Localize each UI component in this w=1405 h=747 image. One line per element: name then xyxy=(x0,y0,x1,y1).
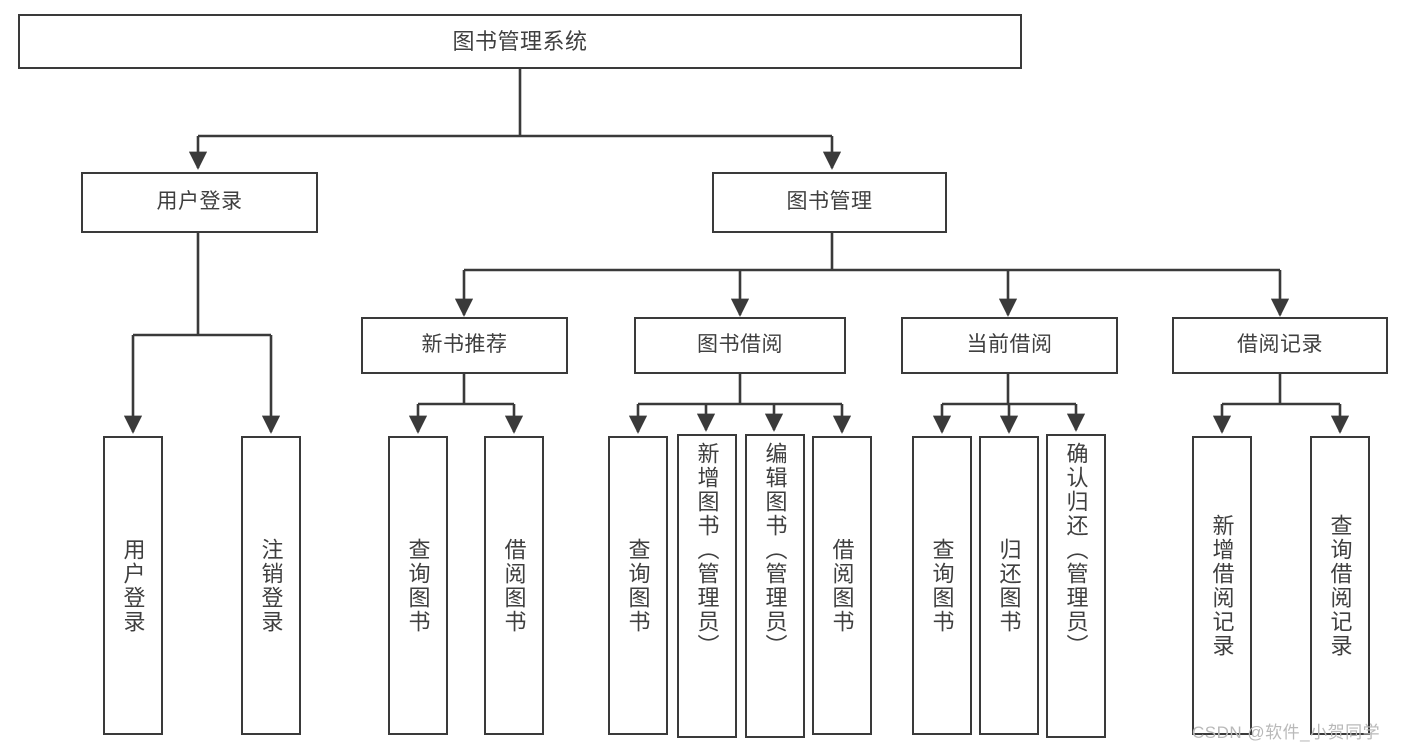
node-leaf-query-record[interactable]: 查询借阅记录 xyxy=(1310,436,1370,735)
node-book-borrow[interactable]: 图书借阅 xyxy=(634,317,846,374)
node-leaf-query-book-3[interactable]: 查询图书 xyxy=(912,436,972,735)
node-borrow-record[interactable]: 借阅记录 xyxy=(1172,317,1388,374)
node-book-borrow-label: 图书借阅 xyxy=(697,333,783,357)
node-leaf-user-login-label: 用户登录 xyxy=(120,537,146,634)
node-leaf-edit-book-label: 编辑图书（管理员） xyxy=(762,442,788,658)
csdn-watermark: CSDN @软件_小贺同学 xyxy=(1192,723,1381,742)
node-leaf-confirm-return-label: 确认归还（管理员） xyxy=(1063,442,1089,658)
node-leaf-query-book-1[interactable]: 查询图书 xyxy=(388,436,448,735)
node-new-book-rec[interactable]: 新书推荐 xyxy=(361,317,568,374)
node-leaf-add-book[interactable]: 新增图书（管理员） xyxy=(677,434,737,738)
node-leaf-return-book-label: 归还图书 xyxy=(996,537,1022,634)
node-leaf-borrow-book-1-label: 借阅图书 xyxy=(501,537,527,634)
node-leaf-add-record[interactable]: 新增借阅记录 xyxy=(1192,436,1252,735)
node-leaf-query-book-2-label: 查询图书 xyxy=(625,537,651,634)
node-book-manage-label: 图书管理 xyxy=(786,190,873,214)
node-borrow-record-label: 借阅记录 xyxy=(1237,333,1323,357)
node-leaf-query-book-2[interactable]: 查询图书 xyxy=(608,436,668,735)
node-leaf-query-book-1-label: 查询图书 xyxy=(405,537,431,634)
node-leaf-borrow-book-1[interactable]: 借阅图书 xyxy=(484,436,544,735)
node-leaf-logout-label: 注销登录 xyxy=(258,537,284,634)
node-user-login-label: 用户登录 xyxy=(156,190,243,214)
node-current-borrow-label: 当前借阅 xyxy=(966,333,1053,357)
node-leaf-add-book-label: 新增图书（管理员） xyxy=(694,442,720,658)
node-book-manage[interactable]: 图书管理 xyxy=(712,172,947,233)
node-leaf-query-record-label: 查询借阅记录 xyxy=(1327,513,1353,658)
node-leaf-borrow-book-2-label: 借阅图书 xyxy=(829,537,855,634)
node-new-book-rec-label: 新书推荐 xyxy=(421,333,508,357)
node-user-login[interactable]: 用户登录 xyxy=(81,172,318,233)
node-leaf-edit-book[interactable]: 编辑图书（管理员） xyxy=(745,434,805,738)
node-root-label: 图书管理系统 xyxy=(452,28,588,54)
node-leaf-borrow-book-2[interactable]: 借阅图书 xyxy=(812,436,872,735)
node-leaf-query-book-3-label: 查询图书 xyxy=(929,537,955,634)
node-root[interactable]: 图书管理系统 xyxy=(18,14,1022,69)
node-current-borrow[interactable]: 当前借阅 xyxy=(901,317,1118,374)
node-leaf-confirm-return[interactable]: 确认归还（管理员） xyxy=(1046,434,1106,738)
node-leaf-user-login[interactable]: 用户登录 xyxy=(103,436,163,735)
node-leaf-logout[interactable]: 注销登录 xyxy=(241,436,301,735)
node-leaf-return-book[interactable]: 归还图书 xyxy=(979,436,1039,735)
node-leaf-add-record-label: 新增借阅记录 xyxy=(1209,513,1235,658)
